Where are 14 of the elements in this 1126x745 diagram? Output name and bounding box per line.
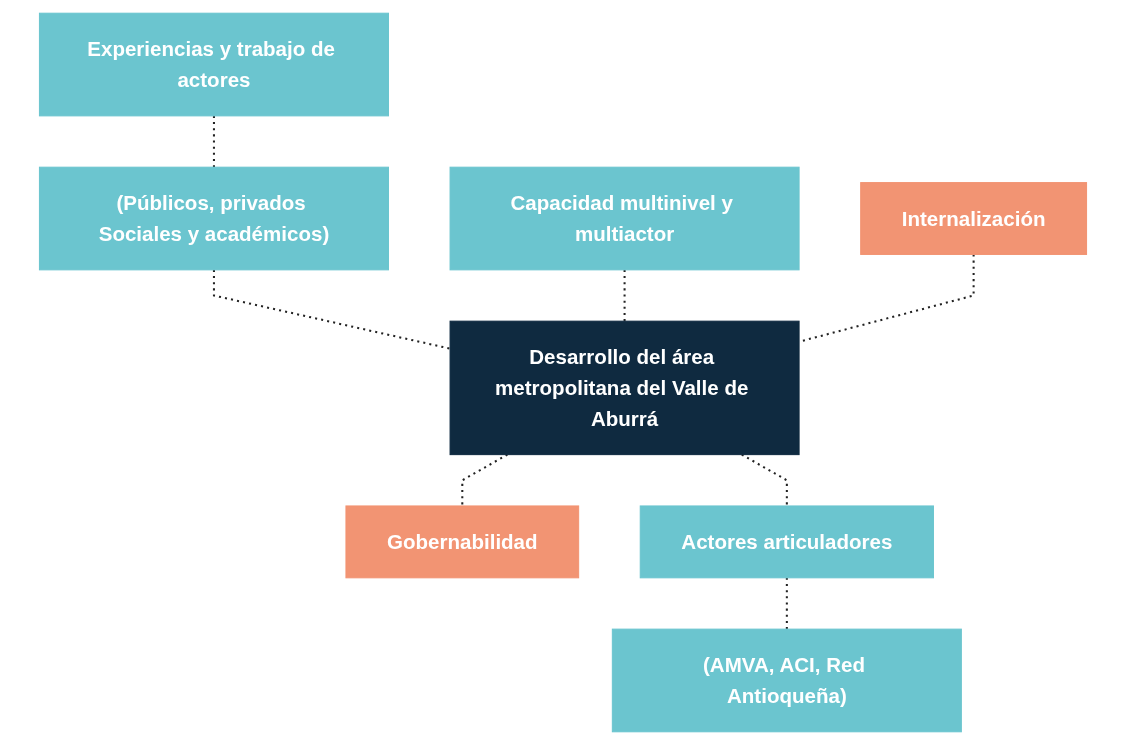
node-box: Desarrollo del área metropolitana del Valle de Aburrá (449, 320, 800, 456)
node-box: (Públicos, privados Sociales y académicos) (38, 166, 389, 271)
connector (785, 577, 788, 630)
connector (623, 269, 626, 322)
node-box: Gobernabilidad (345, 505, 580, 579)
node-box: Experiencias y trabajo de actores (38, 12, 389, 117)
node-box: (AMVA, ACI, Red Antioqueña) (611, 628, 962, 733)
node-box: Capacidad multinivel y multiactor (449, 166, 800, 271)
node-box: Actores articuladores (639, 505, 934, 579)
connector (212, 269, 451, 350)
connector (461, 453, 508, 506)
node-box: Internalización (860, 182, 1088, 255)
connector (212, 115, 215, 168)
connector (741, 453, 788, 506)
